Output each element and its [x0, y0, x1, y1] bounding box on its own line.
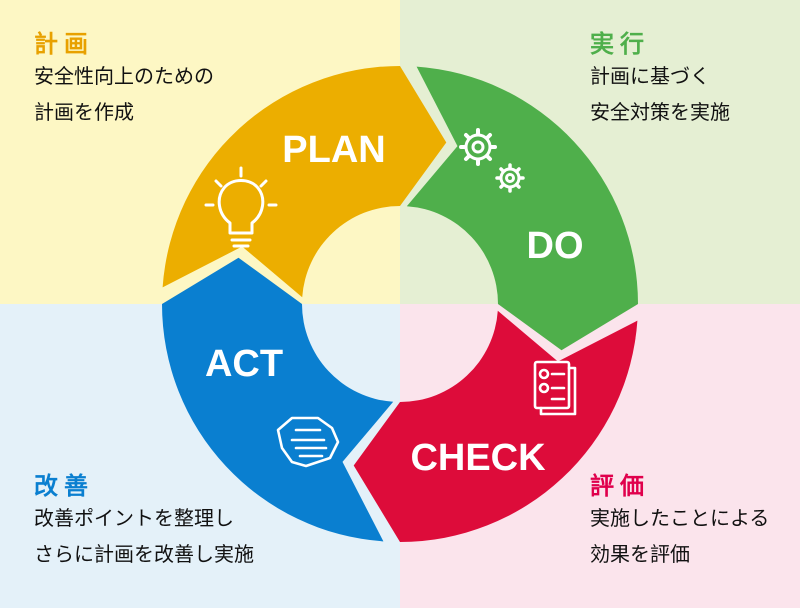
- plan-segment: [162, 66, 447, 298]
- do-segment: [406, 66, 638, 351]
- plan-desc-line1: 安全性向上のための: [34, 64, 214, 88]
- plan-label: PLAN: [282, 129, 385, 171]
- check-label: CHECK: [410, 437, 546, 479]
- gears-icon: [459, 128, 525, 193]
- do-desc-line2: 安全対策を実施: [590, 100, 730, 124]
- act-text-block: 改善 改善ポイントを整理し さらに計画を改善し実施: [34, 472, 254, 572]
- act-desc-line2: さらに計画を改善し実施: [34, 542, 254, 566]
- act-segment: [162, 257, 394, 542]
- do-label: DO: [527, 225, 584, 267]
- check-desc-line2: 効果を評価: [590, 542, 690, 566]
- check-title: 評価: [590, 472, 650, 500]
- check-text-block: 評価 実施したことによる 効果を評価: [590, 472, 769, 572]
- do-desc-line1: 計画に基づく: [590, 64, 710, 88]
- plan-title: 計画: [34, 30, 94, 58]
- plan-desc-line2: 計画を作成: [34, 100, 134, 124]
- checklist-icon: [533, 360, 577, 416]
- do-title: 実行: [590, 30, 650, 58]
- lightbulb-icon: [204, 166, 278, 248]
- act-label: ACT: [205, 343, 283, 385]
- act-desc-line1: 改善ポイントを整理し: [34, 506, 234, 530]
- check-desc-line1: 実施したことによる: [590, 506, 770, 530]
- handshake-icon: [276, 416, 340, 468]
- act-title: 改善: [34, 472, 94, 500]
- do-text-block: 実行 計画に基づく 安全対策を実施: [590, 30, 730, 130]
- plan-text-block: 計画 安全性向上のための 計画を作成: [34, 30, 214, 130]
- check-segment: [353, 310, 638, 542]
